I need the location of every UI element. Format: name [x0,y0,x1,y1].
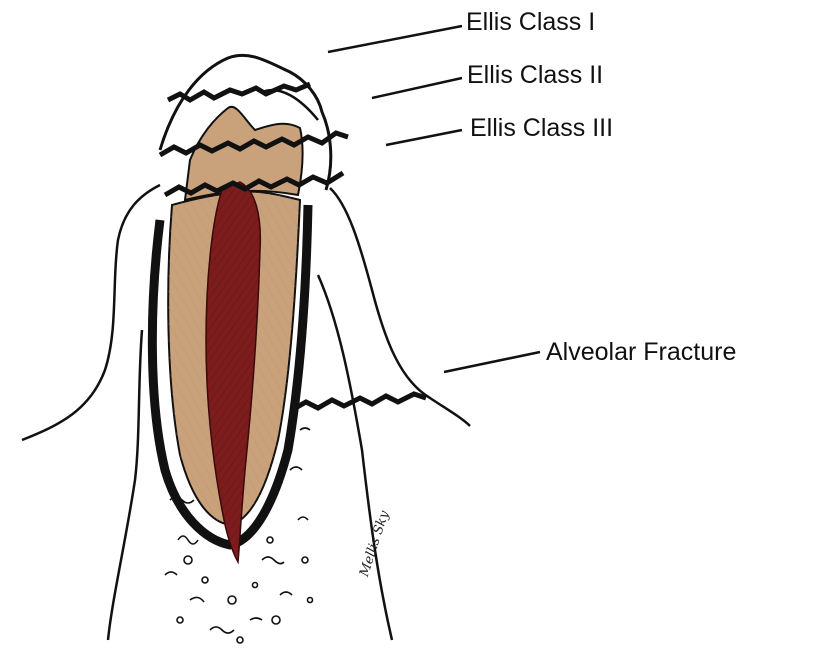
leader-class-2 [372,78,462,98]
bone-right [318,275,392,640]
leader-alveolar [444,352,540,372]
label-ellis-class-1: Ellis Class I [466,10,595,35]
fracture-line-alveolar [292,394,426,410]
label-ellis-class-3: Ellis Class III [470,116,613,141]
bone-left [108,330,142,640]
label-ellis-class-2: Ellis Class II [467,63,603,88]
leader-class-3 [386,130,462,145]
label-alveolar-fracture: Alveolar Fracture [546,340,736,365]
leader-class-1 [328,26,462,52]
